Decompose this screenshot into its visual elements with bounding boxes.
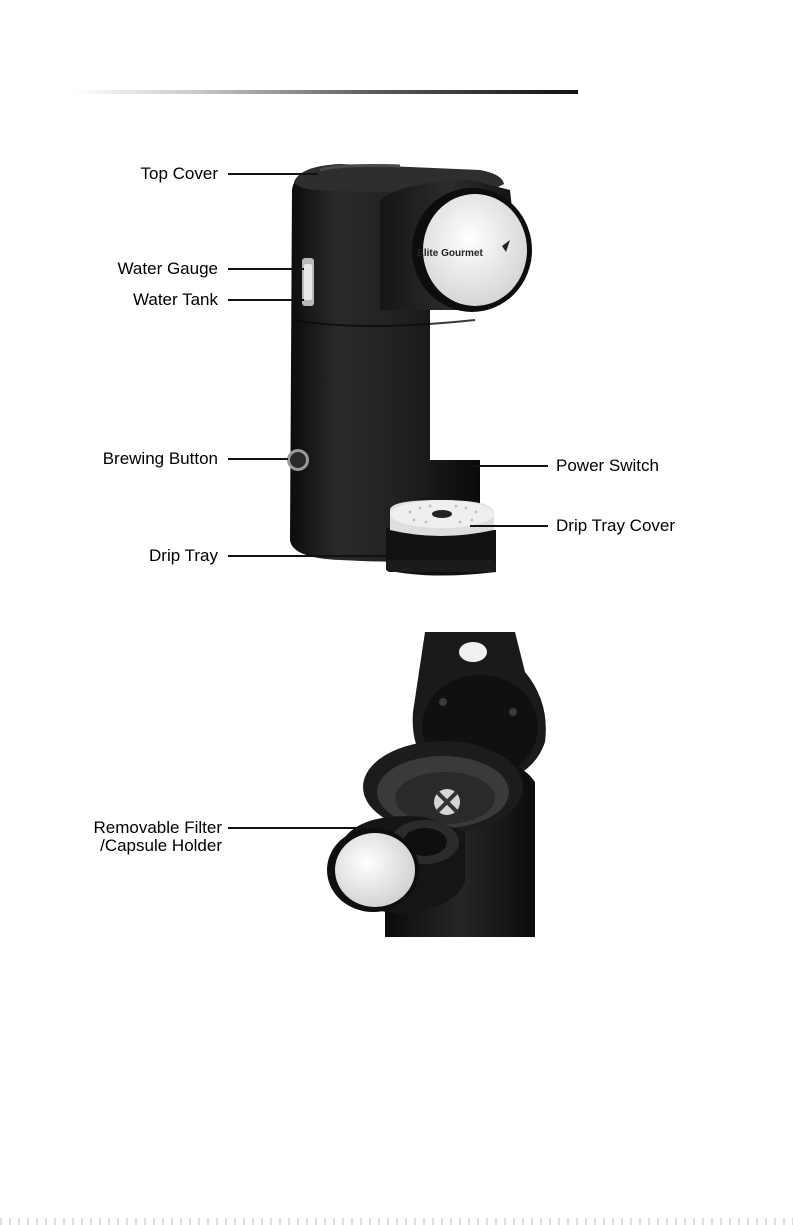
brew-head: Elite Gourmet bbox=[380, 180, 532, 312]
coffee-maker-open-illustration bbox=[325, 632, 555, 937]
label-brewing-button: Brewing Button bbox=[103, 449, 218, 469]
leader-filter-holder bbox=[228, 827, 368, 829]
page-edge-marks bbox=[0, 1218, 793, 1225]
leader-water-tank bbox=[228, 299, 304, 301]
leader-water-gauge bbox=[228, 268, 304, 270]
filter-capsule-holder[interactable] bbox=[327, 816, 465, 914]
brewing-button[interactable] bbox=[287, 449, 309, 471]
brand-logo: Elite Gourmet bbox=[417, 248, 483, 259]
label-filter-holder-line1: Removable Filter bbox=[94, 818, 223, 838]
label-water-gauge: Water Gauge bbox=[118, 259, 218, 279]
leader-power-switch bbox=[468, 465, 548, 467]
leader-drip-tray-cover bbox=[470, 525, 548, 527]
leader-drip-tray bbox=[228, 555, 388, 557]
leader-top-cover bbox=[228, 173, 318, 175]
leader-brewing-button bbox=[228, 458, 288, 460]
label-drip-tray: Drip Tray bbox=[149, 546, 218, 566]
label-filter-holder-line2: /Capsule Holder bbox=[100, 836, 222, 856]
label-top-cover: Top Cover bbox=[141, 164, 218, 184]
label-water-tank: Water Tank bbox=[133, 290, 218, 310]
header-rule bbox=[72, 90, 578, 94]
label-power-switch: Power Switch bbox=[556, 456, 659, 476]
label-drip-tray-cover: Drip Tray Cover bbox=[556, 516, 675, 536]
drip-tray-cover[interactable] bbox=[390, 500, 494, 536]
